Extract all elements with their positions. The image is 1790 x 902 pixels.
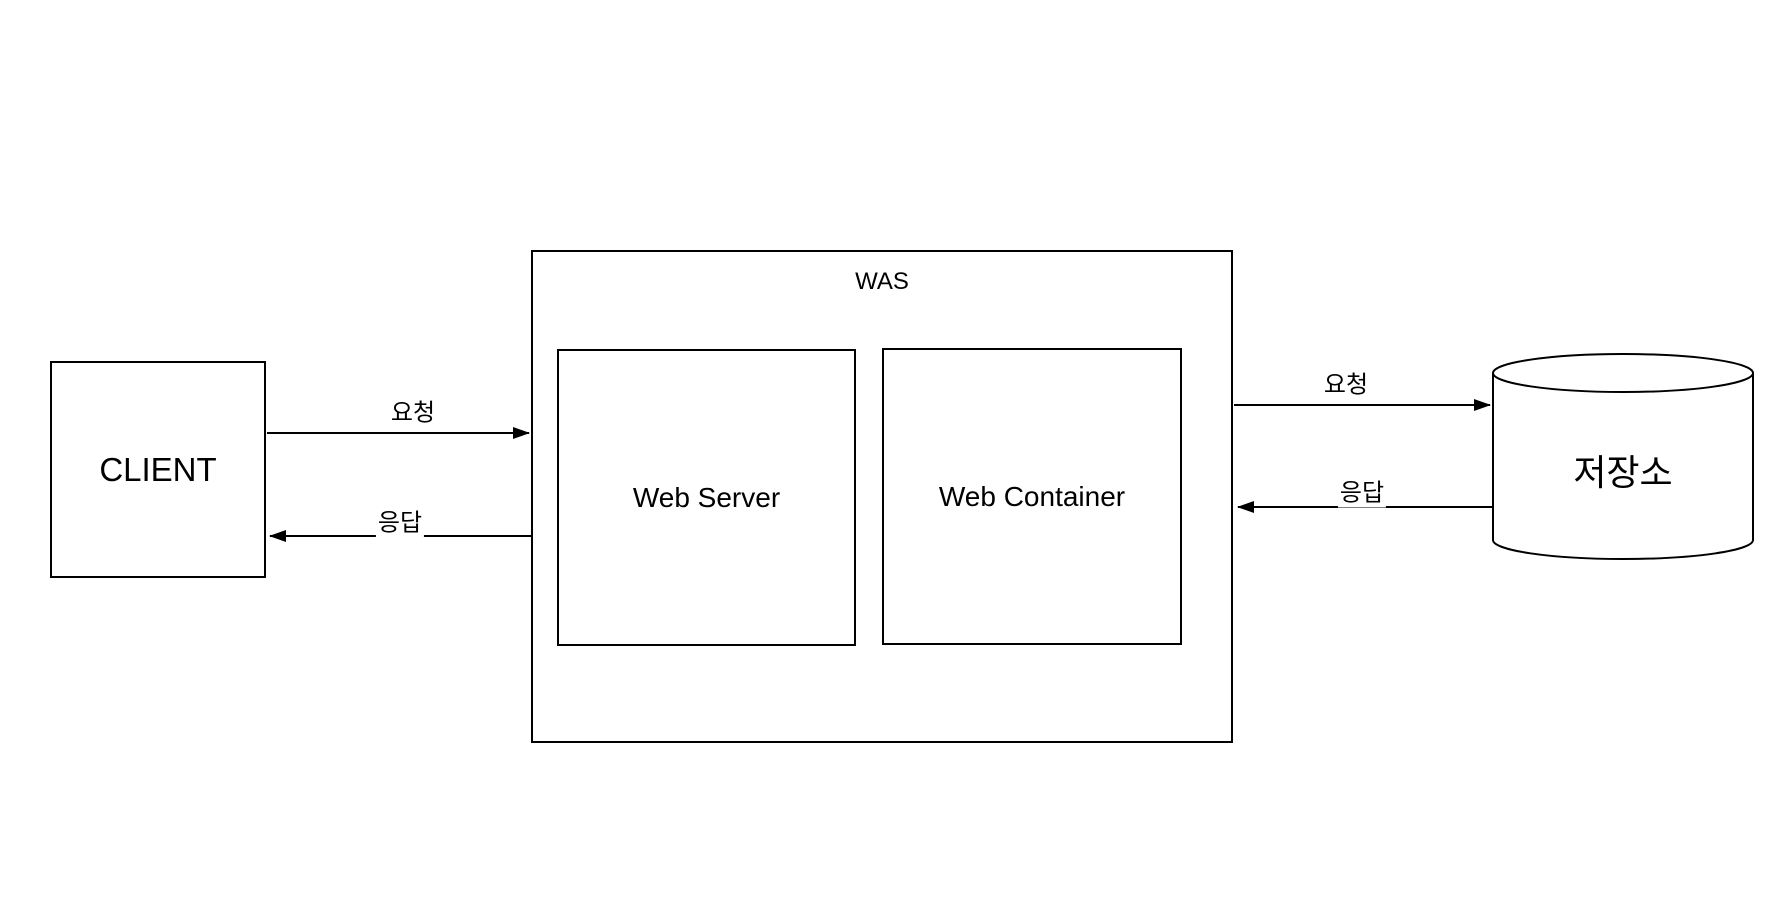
- edge-label-response-storage-to-was: 응답: [1337, 472, 1387, 508]
- web-container-node-label: Web Container: [938, 480, 1126, 512]
- web-server-node: Web Server: [557, 349, 856, 646]
- cylinder-body-shape: [1492, 373, 1754, 560]
- edge-label-request-client-to-was: 요청: [388, 392, 438, 428]
- edge-label-request-was-to-storage: 요청: [1321, 364, 1371, 400]
- client-node-label: CLIENT: [99, 450, 217, 488]
- web-container-node: Web Container: [882, 348, 1182, 645]
- web-server-node-label: Web Server: [632, 481, 781, 513]
- cylinder-top-shape: [1492, 353, 1754, 393]
- was-node: WAS Web Server Web Container: [531, 250, 1233, 743]
- storage-cylinder-node: [1492, 353, 1754, 560]
- was-node-label: WAS: [855, 268, 909, 295]
- client-node: CLIENT: [50, 361, 266, 578]
- edge-label-response-was-to-client: 응답: [375, 502, 425, 538]
- storage-node-label: 저장소: [1573, 452, 1673, 493]
